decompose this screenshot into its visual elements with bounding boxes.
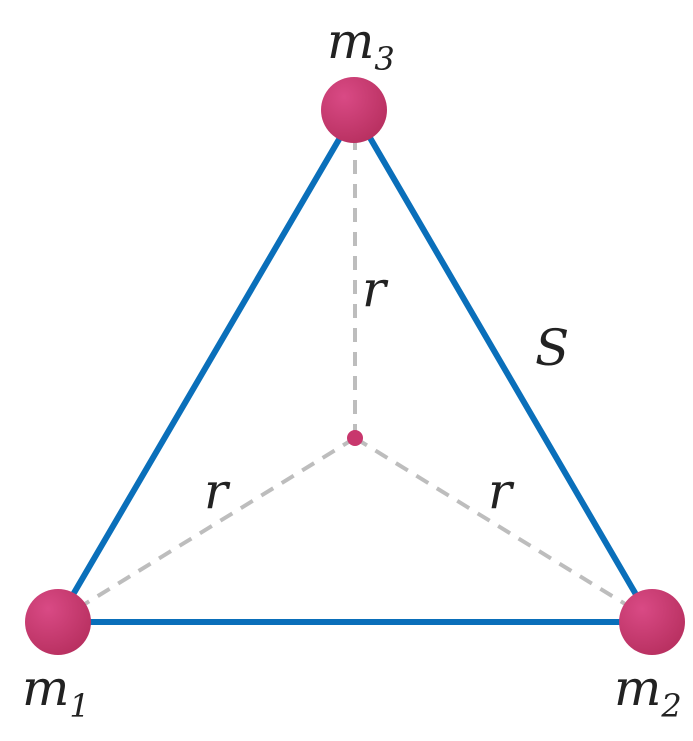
mass-m1 bbox=[25, 589, 91, 655]
label-m3-subscript: 3 bbox=[374, 40, 394, 78]
label-m3: m3 bbox=[327, 12, 395, 78]
radius-line-to-m1 bbox=[78, 436, 357, 609]
radius-line-to-m2 bbox=[353, 436, 632, 609]
label-m1: m1 bbox=[22, 659, 90, 725]
mass-m2 bbox=[619, 589, 685, 655]
label-radius-vertical: r bbox=[362, 260, 389, 318]
label-m2-symbol: m bbox=[614, 659, 661, 717]
label-m2-subscript: 2 bbox=[660, 687, 681, 725]
label-radius-left: r bbox=[204, 462, 231, 520]
label-radius-right: r bbox=[488, 462, 515, 520]
label-m1-subscript: 1 bbox=[69, 687, 89, 725]
triangle-edge-left bbox=[54, 110, 358, 624]
center-point bbox=[347, 430, 363, 446]
label-m2: m2 bbox=[614, 659, 682, 725]
label-m1-symbol: m bbox=[22, 659, 69, 717]
label-side-length: S bbox=[535, 319, 569, 377]
mass-m3 bbox=[321, 77, 387, 143]
triangle-edge-right bbox=[352, 110, 655, 624]
label-m3-symbol: m bbox=[327, 12, 374, 70]
